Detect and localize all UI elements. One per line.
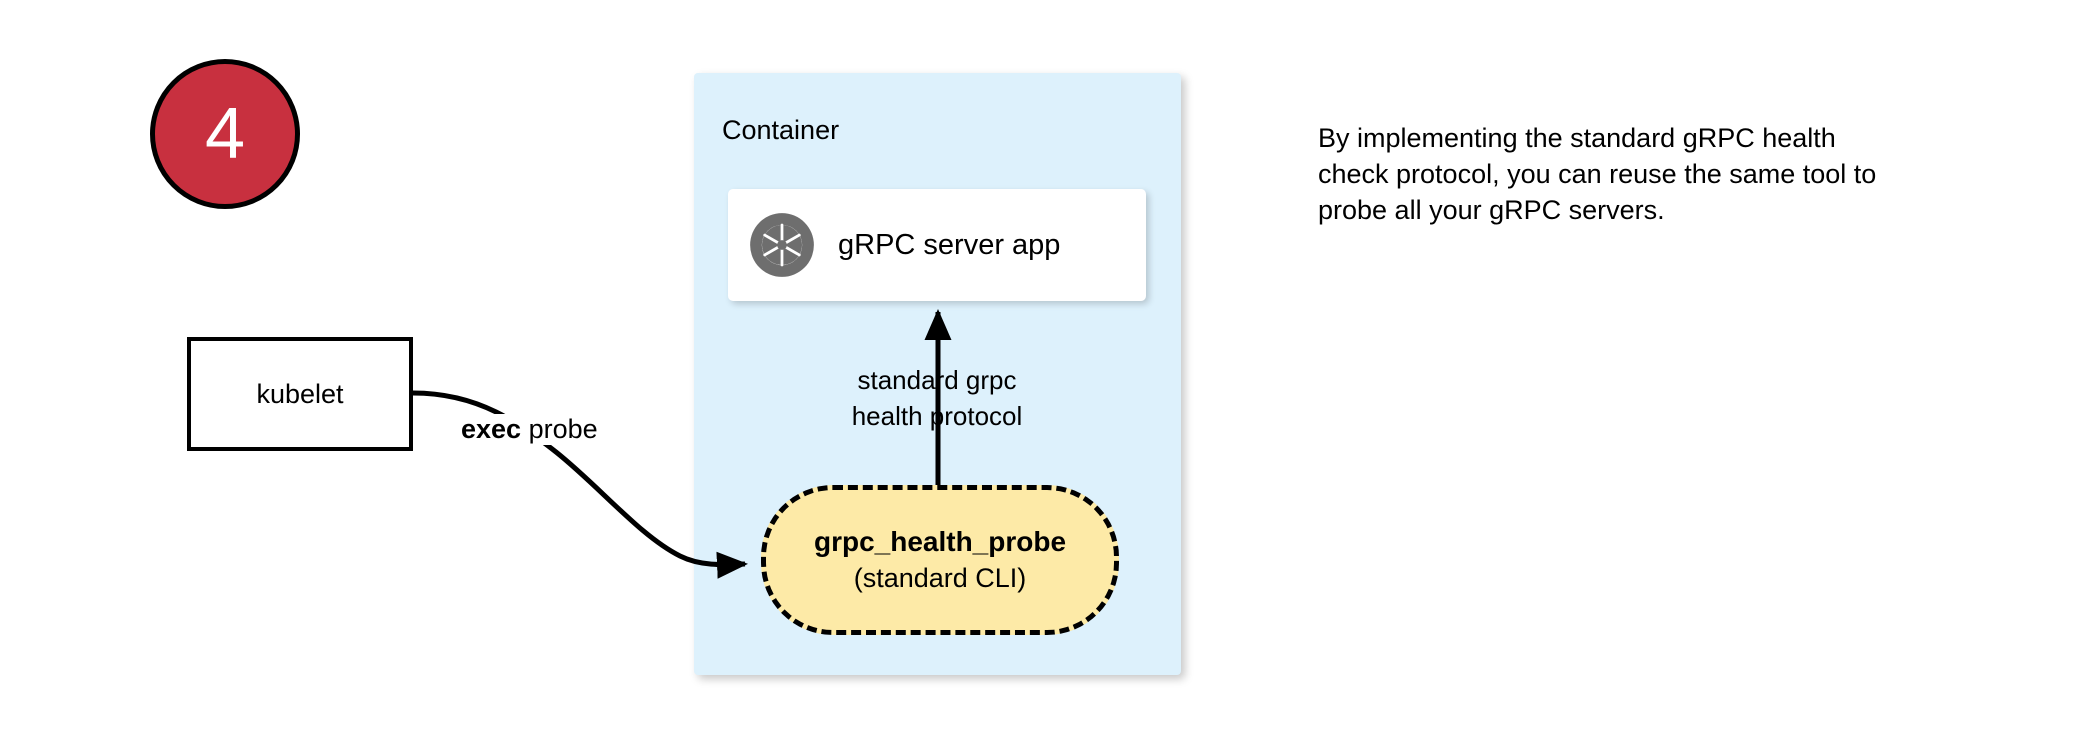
health-protocol-line-2: health protocol bbox=[851, 401, 1023, 431]
grpc-server-label: gRPC server app bbox=[838, 228, 1061, 261]
step-number-badge: 4 bbox=[150, 59, 300, 209]
aperture-icon bbox=[750, 213, 814, 277]
health-protocol-line-1: standard grpc bbox=[857, 365, 1017, 395]
exec-probe-label-bold: exec bbox=[461, 414, 522, 444]
exec-probe-label: exec probe bbox=[458, 414, 601, 445]
grpc-health-probe-subtitle: (standard CLI) bbox=[853, 563, 1027, 593]
grpc-health-probe-node: grpc_health_probe (standard CLI) bbox=[761, 485, 1119, 635]
health-protocol-label: standard grpc health protocol bbox=[792, 362, 1082, 434]
kubelet-node: kubelet bbox=[187, 337, 413, 451]
grpc-health-probe-title: grpc_health_probe bbox=[813, 526, 1067, 557]
grpc-server-card: gRPC server app bbox=[728, 189, 1146, 301]
step-number-label: 4 bbox=[204, 94, 246, 174]
kubelet-label: kubelet bbox=[256, 378, 344, 409]
container-title: Container bbox=[722, 115, 840, 145]
side-note-text: By implementing the standard gRPC health… bbox=[1318, 123, 1877, 225]
exec-probe-label-rest: probe bbox=[521, 414, 598, 444]
